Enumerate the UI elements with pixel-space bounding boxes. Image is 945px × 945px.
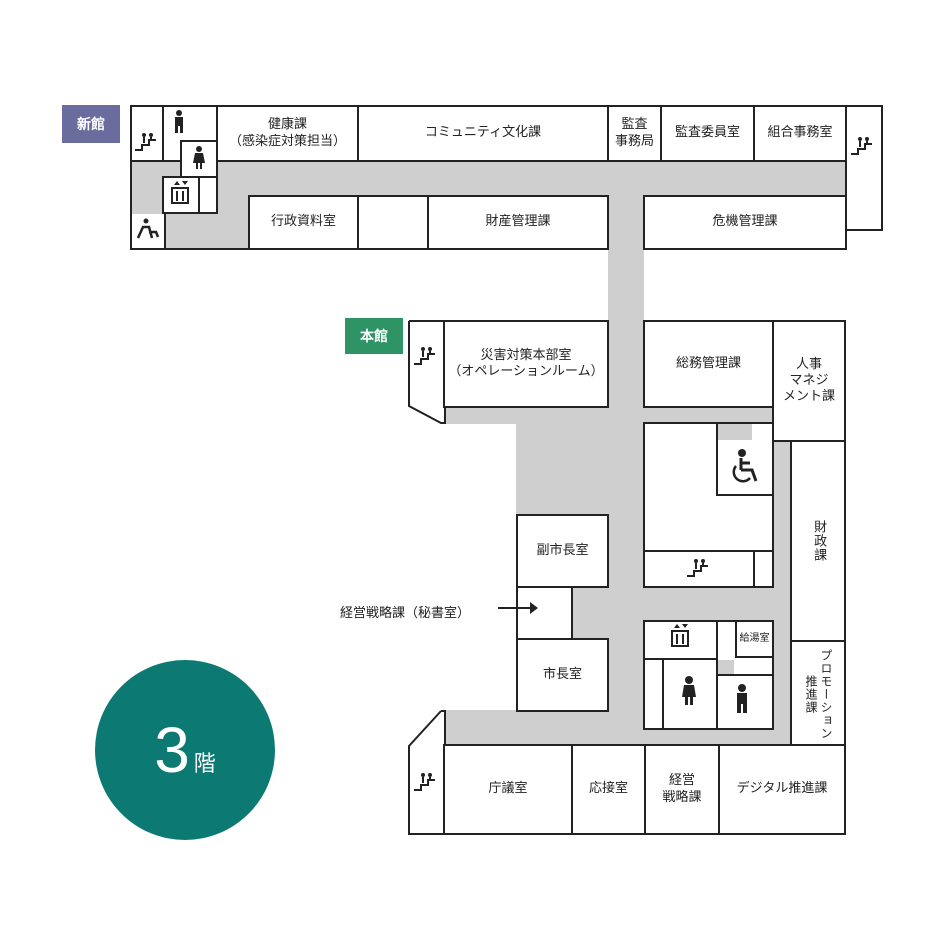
room-chogi-label: 庁議室 <box>488 781 528 797</box>
room-somu: 総務管理課 <box>643 320 774 408</box>
room-gyosei-shiryo-label: 行政資料室 <box>270 214 336 230</box>
stairs-icon <box>135 133 156 151</box>
main-stairs-center-divider <box>753 550 755 588</box>
stairs-icon <box>851 137 872 155</box>
wheelchair-icon <box>732 449 758 483</box>
room-promotion: プロモーション推進課 <box>790 640 846 748</box>
annex-building-label: 新館 <box>77 117 105 133</box>
room-kansa-jimu: 監査 事務局 <box>607 105 662 162</box>
secretary-annotation: 経営戦略課（秘書室） <box>340 602 470 621</box>
room-digital: デジタル推進課 <box>718 744 846 835</box>
annex-room-small <box>198 176 218 214</box>
main-stairs-center <box>643 550 774 588</box>
room-jinji: 人事 マネジ メント課 <box>772 320 846 442</box>
room-kansa-iin-label: 監査委員室 <box>674 125 740 141</box>
room-saigai-label: 災害対策本部室 （オペレーションルーム） <box>448 347 604 379</box>
main-building-tag: 本館 <box>345 318 403 354</box>
room-kumiai-label: 組合事務室 <box>767 125 833 141</box>
room-kenko: 健康課 （感染症対策担当） <box>216 105 359 162</box>
secretary-annotation-label: 経営戦略課（秘書室） <box>340 606 471 621</box>
room-keiei: 経営 戦略課 <box>644 744 720 835</box>
room-chogi: 庁議室 <box>443 744 573 835</box>
stairs-icon <box>414 347 435 365</box>
room-zaisei: 財政課 <box>790 440 846 642</box>
restroom-entry-corridor <box>718 660 734 674</box>
main-stairs-top <box>408 320 446 424</box>
room-kyuto-label: 給湯室 <box>739 632 770 644</box>
room-osetsu: 応接室 <box>571 744 646 835</box>
room-osetsu-label: 応接室 <box>588 781 628 797</box>
main-elevator <box>643 620 718 660</box>
room-fukushicho-label: 副市長室 <box>536 542 589 558</box>
room-kenko-label: 健康課 （感染症対策担当） <box>228 117 346 149</box>
annex-elevator <box>162 176 200 214</box>
room-digital-label: デジタル推進課 <box>736 781 828 797</box>
stairs-icon <box>414 773 435 791</box>
annex-left-edge <box>130 160 132 250</box>
room-community: コミュニティ文化課 <box>357 105 609 162</box>
annex-stairs-right <box>845 105 883 231</box>
room-community-label: コミュニティ文化課 <box>424 125 542 141</box>
room-shicho: 市長室 <box>516 638 609 712</box>
elevator-icon <box>671 624 689 647</box>
main-building-label: 本館 <box>360 329 388 345</box>
room-saigai: 災害対策本部室 （オペレーションルーム） <box>443 320 609 408</box>
room-kyuto: 給湯室 <box>735 620 774 658</box>
wheelchair-icon <box>134 218 160 240</box>
floor-suffix: 階 <box>193 752 216 777</box>
room-kansa-iin: 監査委員室 <box>660 105 755 162</box>
main-stairs-bottom <box>408 710 446 835</box>
annex-bottom-edge <box>130 248 250 250</box>
accessible-entry-corridor <box>718 424 752 440</box>
room-promotion-label: プロモーション推進課 <box>804 648 833 740</box>
room-fukushicho: 副市長室 <box>516 514 609 588</box>
main-stairs-top-outline <box>408 320 446 424</box>
corridor-main-top <box>443 406 791 424</box>
stairs-icon <box>687 559 708 577</box>
room-jinji-label: 人事 マネジ メント課 <box>782 356 835 405</box>
restroom-women-icon <box>193 146 205 169</box>
corridor-link-vertical <box>608 196 644 744</box>
corridor-main-center <box>608 586 772 620</box>
room-keiei-label: 経営 戦略課 <box>662 773 702 805</box>
annex-building-tag: 新館 <box>62 105 120 143</box>
room-somu-label: 総務管理課 <box>675 355 741 371</box>
main-stairs-bottom-outline <box>408 710 446 835</box>
room-zaisan: 財産管理課 <box>427 195 609 250</box>
corridor-main-left <box>516 424 608 514</box>
room-annex-unlabeled <box>357 195 429 250</box>
floor-number: 3 <box>154 714 190 786</box>
room-shicho-label: 市長室 <box>542 666 582 682</box>
floor-badge: 3 階 <box>95 660 275 840</box>
secretary-arrow-icon <box>498 602 538 614</box>
room-zaisei-label: 財政課 <box>811 520 827 562</box>
corridor-main-right <box>772 406 792 746</box>
room-zaisan-label: 財産管理課 <box>485 214 551 230</box>
room-gyosei-shiryo: 行政資料室 <box>248 195 359 250</box>
room-kiki: 危機管理課 <box>643 195 847 250</box>
restroom-men-icon <box>737 684 747 713</box>
restroom-men-icon <box>175 110 183 133</box>
room-kiki-label: 危機管理課 <box>712 214 778 230</box>
room-kansa-jimu-label: 監査 事務局 <box>614 117 654 149</box>
restroom-women-icon <box>682 676 696 705</box>
elevator-icon <box>171 181 189 204</box>
room-kumiai: 組合事務室 <box>753 105 847 162</box>
